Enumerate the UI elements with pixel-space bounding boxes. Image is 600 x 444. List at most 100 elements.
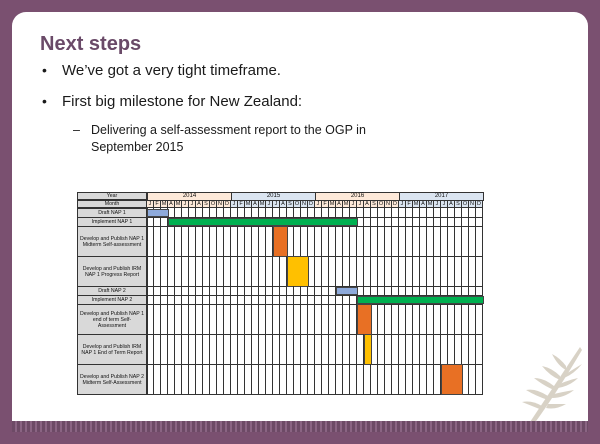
grid-cell: [245, 208, 252, 218]
grid-cell: [280, 334, 287, 365]
grid-cell: [364, 286, 371, 296]
grid-cell: [259, 364, 266, 395]
grid-cell: [217, 334, 224, 365]
grid-cell: [364, 217, 371, 227]
bullet-marker: •: [42, 93, 47, 109]
grid-cell: [189, 286, 196, 296]
grid-cell: [252, 304, 259, 335]
month-header: A: [448, 200, 455, 208]
gantt-bar: [336, 287, 358, 295]
grid-cell: [469, 217, 476, 227]
grid-cell: [266, 256, 273, 287]
task-label-text: Develop and Publish NAP 1 end of term Se…: [80, 310, 144, 329]
grid-cell: [266, 304, 273, 335]
month-header: O: [210, 200, 217, 208]
grid-cell: [427, 286, 434, 296]
grid-cell: [224, 208, 231, 218]
grid-cell: [245, 304, 252, 335]
grid-cell: [266, 208, 273, 218]
grid-cell: [413, 286, 420, 296]
gantt-bar: [357, 296, 484, 304]
grid-cell: [385, 334, 392, 365]
grid-cell: [231, 208, 238, 218]
grid-cell: [392, 364, 399, 395]
month-header: O: [462, 200, 469, 208]
month-header: M: [175, 200, 182, 208]
grid-cell: [245, 334, 252, 365]
grid-cell: [182, 364, 189, 395]
grid-cell: [322, 334, 329, 365]
grid-cell: [315, 256, 322, 287]
grid-cell: [231, 334, 238, 365]
month-header: A: [168, 200, 175, 208]
grid-cell: [287, 208, 294, 218]
grid-cell: [182, 286, 189, 296]
grid-cell: [336, 226, 343, 257]
grid-cell: [308, 286, 315, 296]
grid-cell: [301, 226, 308, 257]
grid-cell: [154, 217, 161, 227]
grid-cell: [427, 256, 434, 287]
grid-cell: [182, 208, 189, 218]
month-header: M: [329, 200, 336, 208]
month-header: S: [371, 200, 378, 208]
grid-cell: [154, 334, 161, 365]
grid-cell: [294, 295, 301, 305]
grid-cell: [161, 286, 168, 296]
grid-cell: [357, 226, 364, 257]
grid-cell: [196, 334, 203, 365]
grid-cell: [287, 295, 294, 305]
grid-cell: [147, 295, 154, 305]
grid-cell: [420, 304, 427, 335]
grid-cell: [371, 286, 378, 296]
month-header: F: [406, 200, 413, 208]
grid-cell: [189, 295, 196, 305]
grid-cell: [406, 304, 413, 335]
grid-cell: [399, 226, 406, 257]
grid-cell: [224, 256, 231, 287]
grid-cell: [434, 334, 441, 365]
grid-cell: [413, 334, 420, 365]
grid-cell: [476, 256, 483, 287]
grid-cell: [182, 304, 189, 335]
grid-cell: [224, 286, 231, 296]
grid-cell: [266, 226, 273, 257]
grid-cell: [238, 364, 245, 395]
grid-cell: [406, 364, 413, 395]
grid-cell: [434, 208, 441, 218]
month-header-label: Month: [77, 200, 147, 208]
grid-cell: [462, 334, 469, 365]
grid-cell: [217, 364, 224, 395]
grid-cell: [336, 334, 343, 365]
grid-cell: [175, 334, 182, 365]
grid-cell: [399, 334, 406, 365]
grid-cell: [434, 217, 441, 227]
grid-cell: [343, 226, 350, 257]
grid-cell: [308, 208, 315, 218]
grid-cell: [406, 226, 413, 257]
month-header: M: [245, 200, 252, 208]
grid-cell: [364, 208, 371, 218]
slide-title: Next steps: [40, 33, 142, 55]
grid-cell: [427, 304, 434, 335]
grid-cell: [203, 334, 210, 365]
month-header: O: [294, 200, 301, 208]
month-header: J: [399, 200, 406, 208]
gantt-bar: [273, 226, 288, 257]
slide: Next steps • We’ve got a very tight time…: [12, 12, 588, 432]
grid-cell: [280, 364, 287, 395]
grid-cell: [469, 364, 476, 395]
grid-cell: [280, 256, 287, 287]
grid-cell: [462, 286, 469, 296]
grid-cell: [329, 334, 336, 365]
grid-cell: [350, 364, 357, 395]
grid-cell: [175, 256, 182, 287]
grid-cell: [301, 334, 308, 365]
grid-cell: [329, 226, 336, 257]
grid-cell: [413, 304, 420, 335]
task-label-text: Develop and Publish NAP 2 Midterm Self-A…: [80, 373, 144, 386]
grid-cell: [427, 208, 434, 218]
grid-cell: [308, 295, 315, 305]
grid-cell: [455, 256, 462, 287]
grid-cell: [399, 256, 406, 287]
